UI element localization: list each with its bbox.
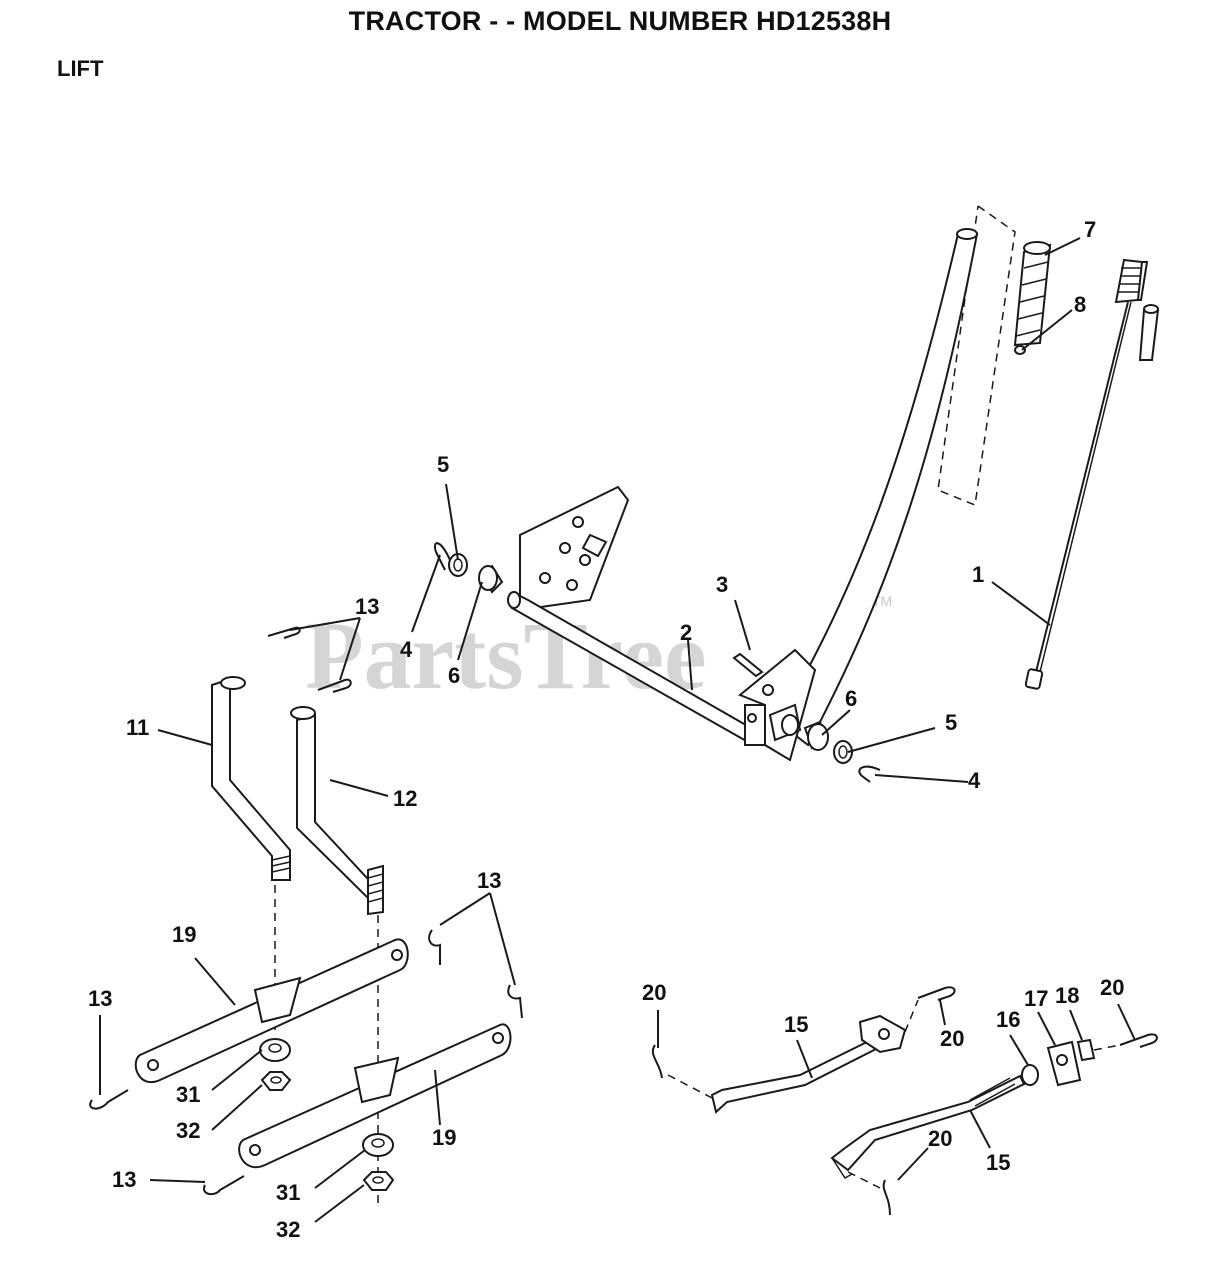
spacer-lower bbox=[362, 1133, 394, 1157]
assembly-line-trunnion-upper bbox=[904, 999, 919, 1033]
callout-13-right: 13 bbox=[477, 868, 501, 893]
callout-5-right: 5 bbox=[945, 710, 957, 735]
callout-19-lower: 19 bbox=[432, 1125, 456, 1150]
callout-5-left: 5 bbox=[437, 452, 449, 477]
trunnion-block bbox=[1046, 1040, 1082, 1087]
hairpin-clip-top-2 bbox=[317, 678, 352, 693]
key-pin bbox=[732, 652, 764, 678]
callout-16: 16 bbox=[996, 1007, 1020, 1032]
leader-lines bbox=[99, 237, 1136, 1223]
callout-20-right: 20 bbox=[1100, 975, 1124, 1000]
callout-20-bottom: 20 bbox=[928, 1126, 952, 1151]
hairpin-clip-right-2 bbox=[507, 984, 523, 1019]
nut-lower bbox=[362, 1171, 395, 1191]
assembly-line-rod-upper bbox=[667, 1074, 713, 1099]
handle-grip bbox=[1013, 241, 1052, 347]
grip-button bbox=[1014, 345, 1026, 355]
callout-19-upper: 19 bbox=[172, 922, 196, 947]
hairpin-clip-bottom bbox=[203, 1175, 245, 1196]
cotter-pin-4 bbox=[882, 1179, 891, 1216]
lift-handle bbox=[776, 228, 979, 747]
callout-3: 3 bbox=[716, 572, 728, 597]
nut-upper bbox=[260, 1071, 292, 1091]
section-label: LIFT bbox=[57, 56, 104, 81]
hairpin-clip-right-1 bbox=[428, 929, 441, 965]
trunnion-nut bbox=[1076, 1038, 1096, 1062]
callout-13-left: 13 bbox=[88, 986, 112, 1011]
callout-13-bottom: 13 bbox=[112, 1167, 136, 1192]
release-rod bbox=[1024, 258, 1160, 690]
callout-1: 1 bbox=[972, 562, 984, 587]
hairpin-clip-top-1 bbox=[267, 626, 301, 639]
cotter-pin-1 bbox=[651, 1044, 663, 1079]
trunnion-washer bbox=[1021, 1064, 1039, 1086]
right-bushing-small bbox=[781, 714, 799, 736]
right-hairpin-clip bbox=[858, 765, 881, 783]
callout-11: 11 bbox=[126, 715, 149, 740]
adjust-rod-upper bbox=[710, 1014, 907, 1114]
callout-4-right: 4 bbox=[968, 768, 981, 793]
assembly-line-rod-lower bbox=[847, 1171, 881, 1189]
callout-32-lower: 32 bbox=[276, 1217, 300, 1242]
callout-17: 17 bbox=[1024, 986, 1048, 1011]
watermark: PartsTree bbox=[305, 602, 707, 709]
left-bushing bbox=[478, 564, 504, 594]
callout-13-top: 13 bbox=[355, 594, 379, 619]
right-washer bbox=[833, 740, 853, 764]
callout-20-left: 20 bbox=[642, 980, 666, 1005]
cotter-pin-2 bbox=[917, 986, 956, 1001]
callout-18: 18 bbox=[1055, 983, 1079, 1008]
assembly-line-trunnion-right bbox=[1093, 1044, 1121, 1051]
callout-2: 2 bbox=[680, 620, 692, 645]
right-bushing bbox=[803, 720, 829, 751]
handle-dashed-outline bbox=[937, 205, 1016, 507]
callout-4-left: 4 bbox=[400, 637, 413, 662]
callout-31-lower: 31 bbox=[276, 1180, 300, 1205]
callout-8: 8 bbox=[1074, 292, 1086, 317]
callout-6-left: 6 bbox=[448, 663, 460, 688]
callout-12: 12 bbox=[393, 786, 417, 811]
lift-link-right bbox=[290, 706, 384, 916]
callout-20-middle: 20 bbox=[940, 1026, 964, 1051]
hairpin-clip-left bbox=[89, 1089, 129, 1110]
callout-7: 7 bbox=[1084, 217, 1096, 242]
callout-31-upper: 31 bbox=[176, 1082, 200, 1107]
spacer-upper bbox=[259, 1038, 291, 1062]
lift-link-left bbox=[211, 676, 291, 881]
cotter-pin-3 bbox=[1119, 1033, 1158, 1048]
callout-6-right: 6 bbox=[845, 686, 857, 711]
lift-arm-upper bbox=[134, 938, 409, 1084]
callout-32-upper: 32 bbox=[176, 1118, 200, 1143]
callout-15-lower: 15 bbox=[986, 1150, 1010, 1175]
left-hairpin-clip bbox=[434, 542, 451, 571]
lift-arm-lower bbox=[238, 1023, 512, 1169]
mounting-plate bbox=[519, 485, 630, 612]
callout-15-upper: 15 bbox=[784, 1012, 808, 1037]
diagram-title: TRACTOR - - MODEL NUMBER HD12538H bbox=[348, 6, 892, 36]
